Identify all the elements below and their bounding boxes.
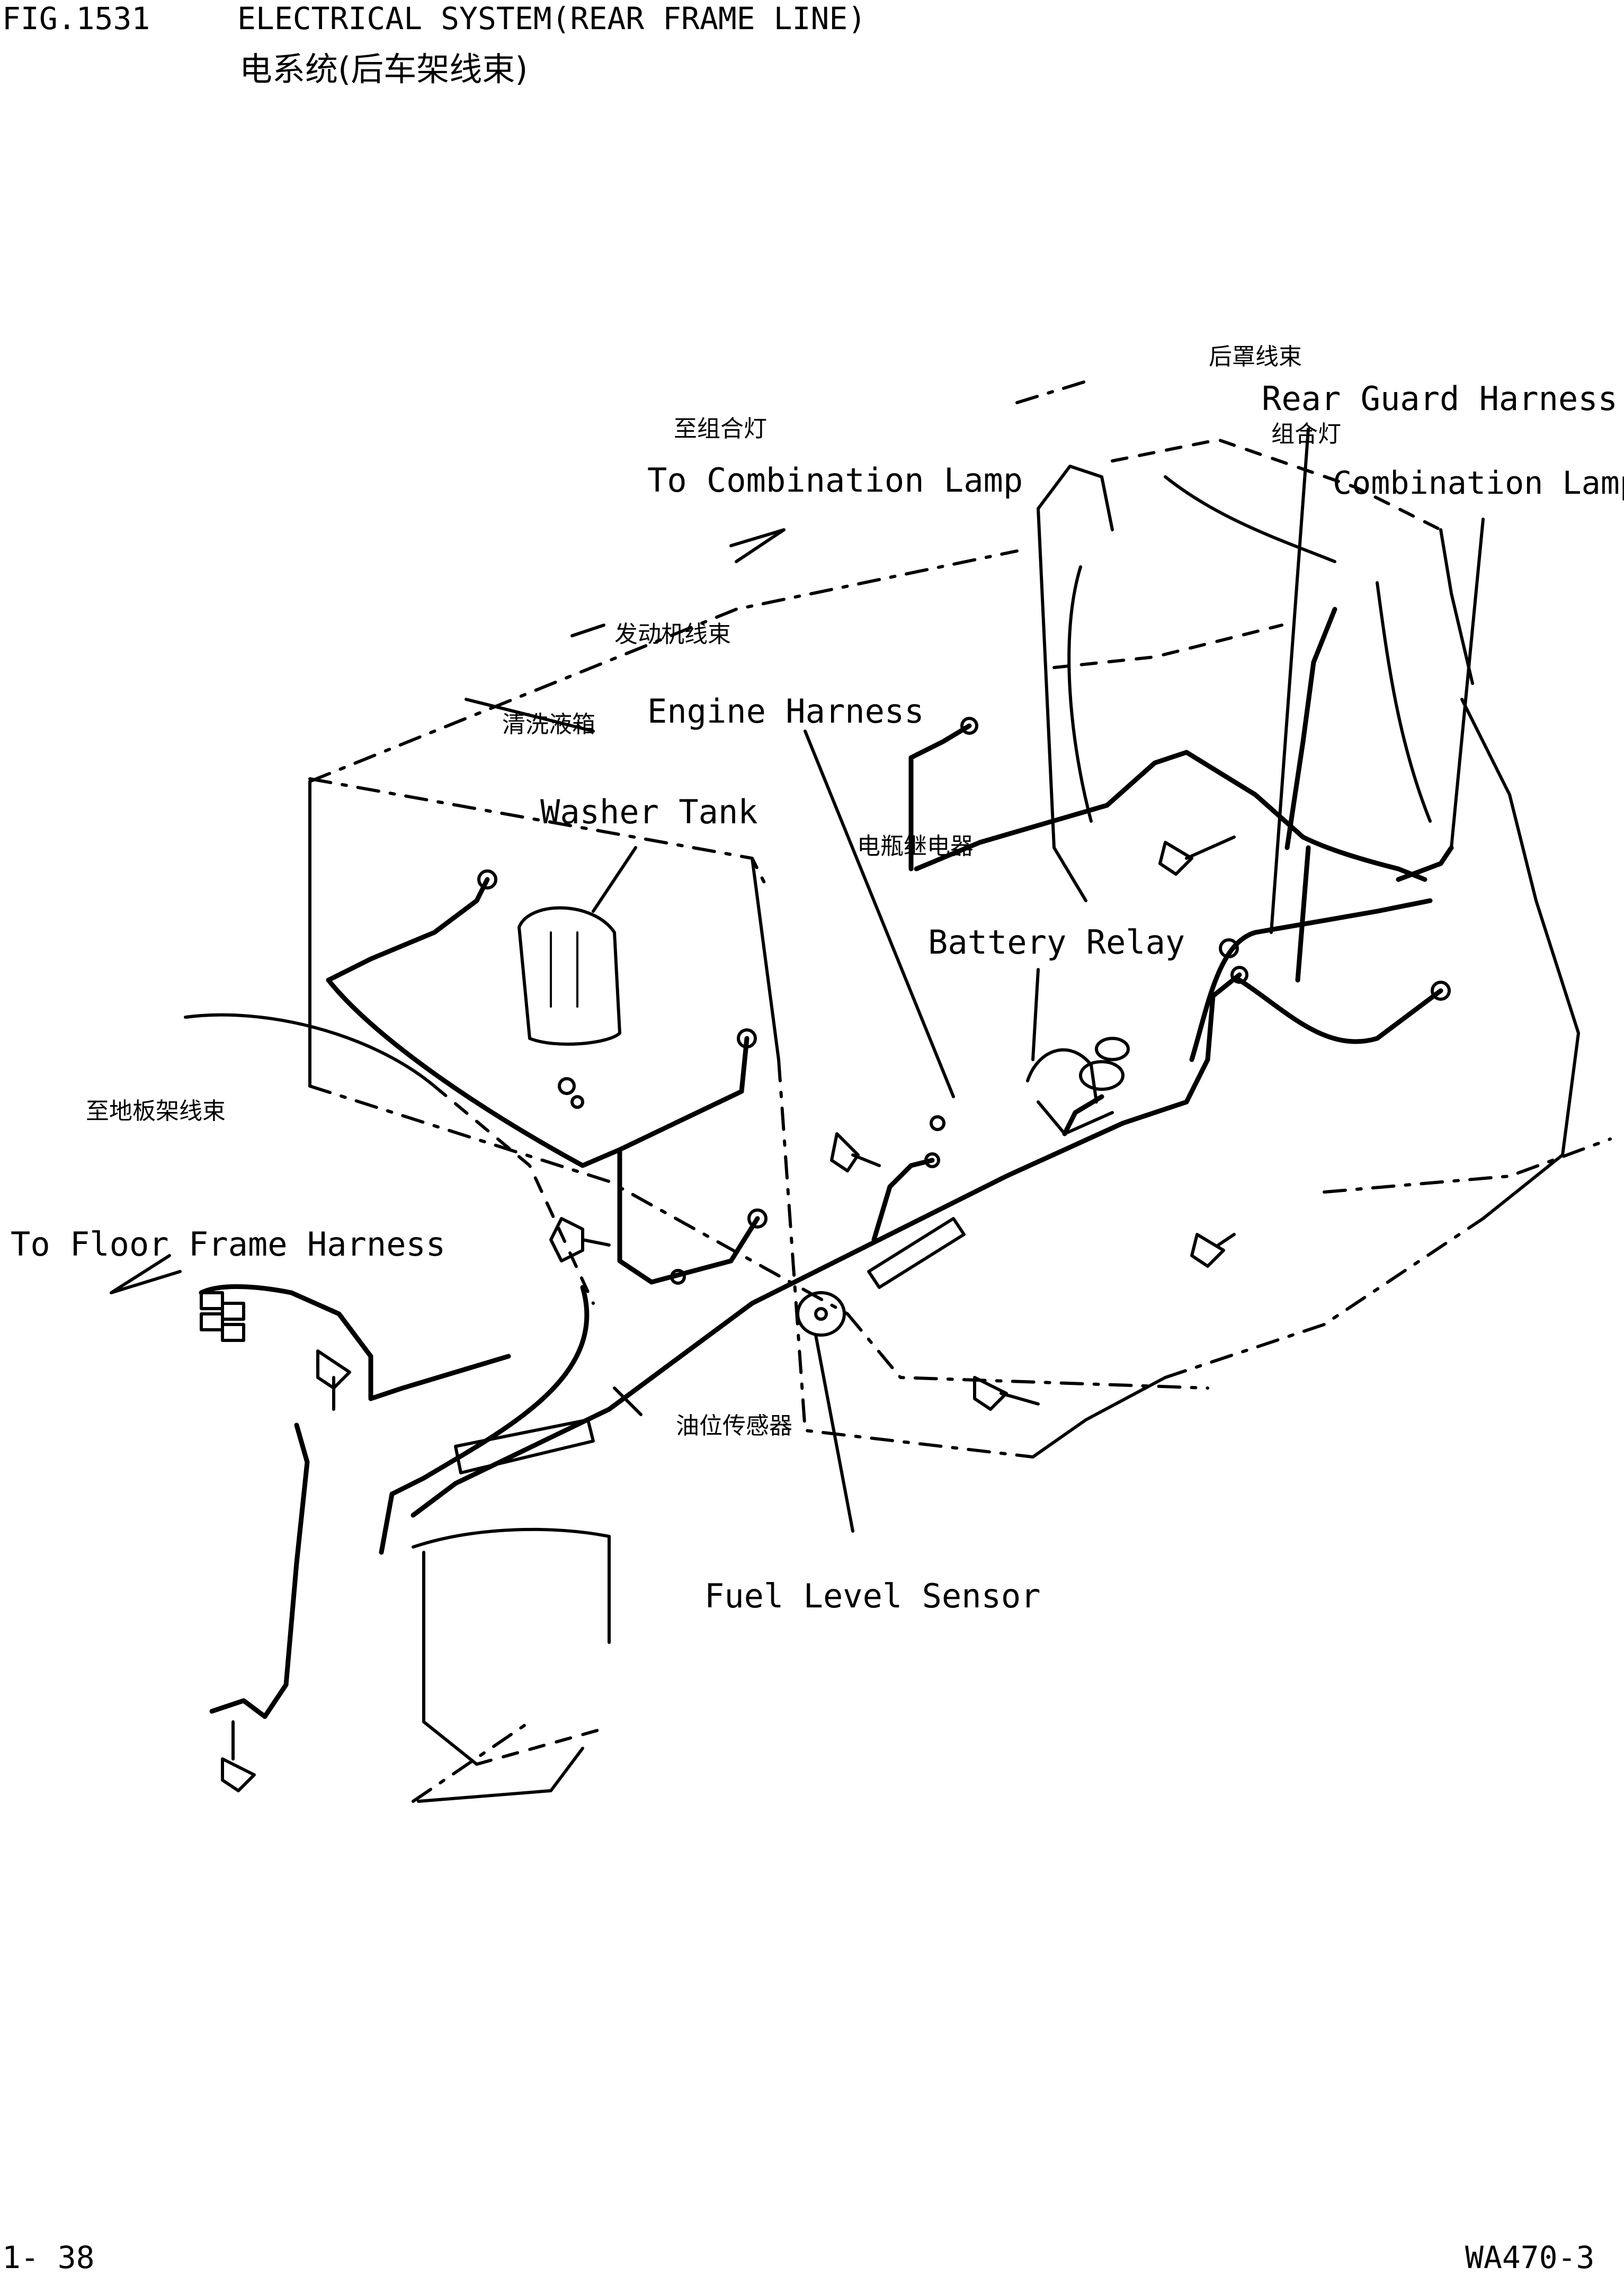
figure-title-chinese: 电系统(后车架线束)	[239, 50, 528, 88]
fuel-level-sensor-label: Fuel Level Sensor	[704, 1577, 1041, 1615]
rear-guard-harness-label: Rear Guard Harness	[1262, 379, 1618, 418]
harness-wires	[199, 607, 1454, 1719]
rear-guard-harness-label-cn: 后罩线束	[1209, 343, 1302, 370]
engine-harness-label: Engine Harness	[647, 692, 924, 731]
washer-tank-label: Washer Tank	[540, 793, 758, 831]
washer-tank	[517, 906, 621, 1109]
figure-number: FIG.1531	[2, 1, 150, 37]
page-number: 1- 38	[2, 2239, 95, 2275]
to-combination-lamp-label: To Combination Lamp	[647, 461, 1023, 500]
washer-tank-label-cn: 清洗液箱	[502, 711, 595, 738]
figure-title: ELECTRICAL SYSTEM(REAR FRAME LINE)	[237, 1, 867, 37]
to-floor-frame-harness-label: To Floor Frame Harness	[11, 1225, 446, 1264]
model-number: WA470-3	[1465, 2239, 1595, 2275]
combination-lamp-label-cn: 组合灯	[1271, 421, 1341, 448]
battery-relay-label-cn: 电瓶继电器	[857, 833, 974, 860]
to-floor-frame-harness-label-cn: 至地板架线束	[86, 1098, 226, 1125]
engine-harness-label-cn: 发动机线束	[614, 621, 731, 648]
connectors	[200, 717, 1451, 1792]
combination-lamp-label: Combination Lamp	[1333, 465, 1624, 502]
fuel-level-sensor-label-cn: 油位传感器	[676, 1412, 792, 1439]
machine-outline	[184, 380, 1612, 1803]
battery-relay-label: Battery Relay	[928, 923, 1185, 962]
leader-lines	[110, 428, 1485, 1533]
to-combination-lamp-label-cn: 至组合灯	[674, 415, 767, 442]
